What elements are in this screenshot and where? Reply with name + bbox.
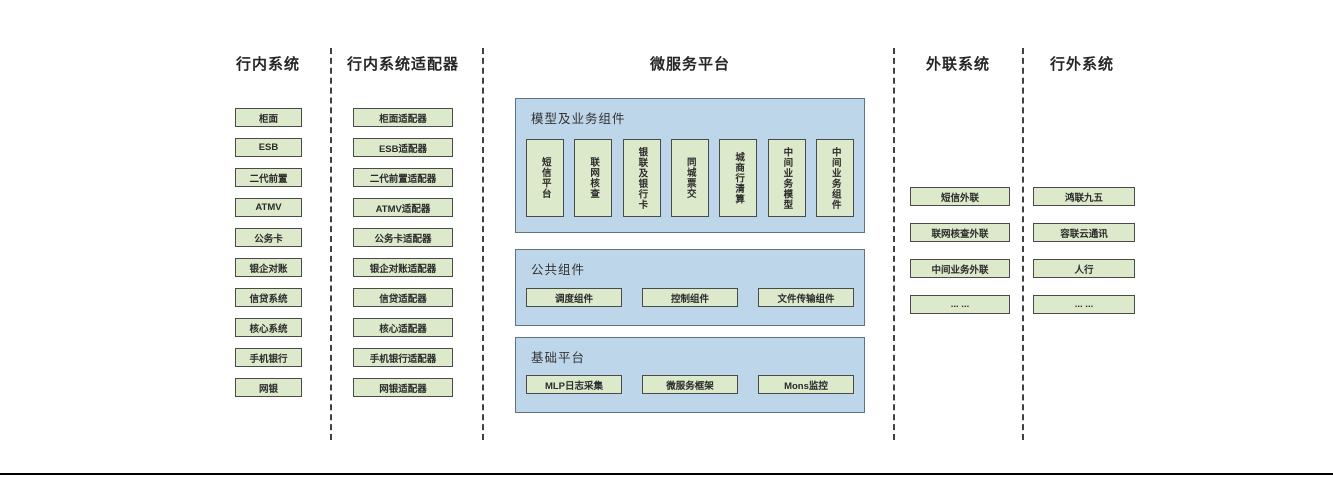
dashed-separator — [893, 48, 895, 440]
diagram-box: 银联及银行卡 — [622, 139, 661, 217]
diagram-box: 手机银行适配器 — [353, 348, 453, 367]
diagram-box: 中间业务组件 — [815, 139, 854, 217]
diagram-box: 银企对账 — [235, 258, 302, 277]
diagram-box: 控制组件 — [642, 288, 738, 307]
panel-model-business-components: 模型及业务组件 短信平台联网核查银联及银行卡同城票交城商行清算中间业务模型中间业… — [515, 98, 865, 233]
diagram-box: 城商行清算 — [719, 139, 758, 217]
diagram-box: ESB — [235, 138, 302, 157]
panel-title: 基础平台 — [531, 351, 586, 365]
diagram-box: 柜面适配器 — [353, 108, 453, 127]
diagram-box: 联网核查外联 — [910, 223, 1010, 242]
diagram-box: 同城票交 — [670, 139, 709, 217]
diagram-box: ATMV适配器 — [353, 198, 453, 217]
panel-base-platform: 基础平台 MLP日志采集 微服务框架 Mons监控 — [515, 337, 865, 413]
diagram-box: 手机银行 — [235, 348, 302, 367]
column-inbank-systems: 柜面 ESB 二代前置 ATMV 公务卡银企对账信贷系统核心系统手机银行网银 — [235, 108, 302, 397]
column-title-outside-bank-systems: 行外系统 — [1049, 56, 1114, 73]
column-title-external-link-systems: 外联系统 — [925, 56, 990, 73]
diagram-box: ... ... — [1033, 295, 1135, 314]
diagram-box: 二代前置 — [235, 168, 302, 187]
diagram-box: ESB适配器 — [353, 138, 453, 157]
diagram-box: 联网核查 — [574, 139, 613, 217]
diagram-box: 核心适配器 — [353, 318, 453, 337]
diagram-box: 银企对账适配器 — [353, 258, 453, 277]
diagram-box: 网银适配器 — [353, 378, 453, 397]
diagram-box: 柜面 — [235, 108, 302, 127]
column-external-link-systems: 短信外联联网核查外联中间业务外联 ... ... — [910, 187, 1010, 314]
diagram-box: 公务卡 — [235, 228, 302, 247]
diagram-box: 人行 — [1033, 259, 1135, 278]
diagram-box: 短信平台 — [526, 139, 564, 217]
diagram-box: 微服务框架 — [642, 375, 738, 394]
diagram-box: 核心系统 — [235, 318, 302, 337]
diagram-box: MLP日志采集 — [526, 375, 622, 394]
dashed-separator — [482, 48, 484, 440]
diagram-box: 短信外联 — [910, 187, 1010, 206]
diagram-box: 中间业务模型 — [767, 139, 806, 217]
panel-common-items: 调度组件 控制组件 文件传输组件 — [526, 288, 854, 307]
panel-title: 模型及业务组件 — [531, 112, 626, 126]
dashed-separator — [330, 48, 332, 440]
diagram-box: 信贷适配器 — [353, 288, 453, 307]
panel-common-components: 公共组件 调度组件 控制组件 文件传输组件 — [515, 249, 865, 326]
bottom-divider-line — [0, 473, 1333, 475]
column-title-inbank-adapters: 行内系统适配器 — [346, 56, 459, 73]
diagram-box: 公务卡适配器 — [353, 228, 453, 247]
column-title-inbank-systems: 行内系统 — [235, 56, 300, 73]
diagram-box: 网银 — [235, 378, 302, 397]
diagram-box: 二代前置适配器 — [353, 168, 453, 187]
diagram-box: ... ... — [910, 295, 1010, 314]
diagram-box: 鸿联九五 — [1033, 187, 1135, 206]
diagram-box: Mons监控 — [758, 375, 854, 394]
diagram-box: 容联云通讯 — [1033, 223, 1135, 242]
diagram-box: 信贷系统 — [235, 288, 302, 307]
panel-title: 公共组件 — [531, 263, 586, 277]
diagram-box: 调度组件 — [526, 288, 622, 307]
diagram-box: 文件传输组件 — [758, 288, 854, 307]
column-inbank-adapters: 柜面适配器 ESB适配器二代前置适配器 ATMV适配器公务卡适配器银企对账适配器信贷… — [353, 108, 453, 397]
column-outside-bank-systems: 鸿联九五容联云通讯人行 ... ... — [1033, 187, 1135, 314]
panel-model-business-items: 短信平台联网核查银联及银行卡同城票交城商行清算中间业务模型中间业务组件 — [526, 139, 854, 217]
diagram-box: 中间业务外联 — [910, 259, 1010, 278]
panel-base-items: MLP日志采集 微服务框架 Mons监控 — [526, 375, 854, 394]
column-title-microservice-platform: 微服务平台 — [649, 56, 730, 73]
dashed-separator — [1022, 48, 1024, 440]
diagram-box: ATMV — [235, 198, 302, 217]
